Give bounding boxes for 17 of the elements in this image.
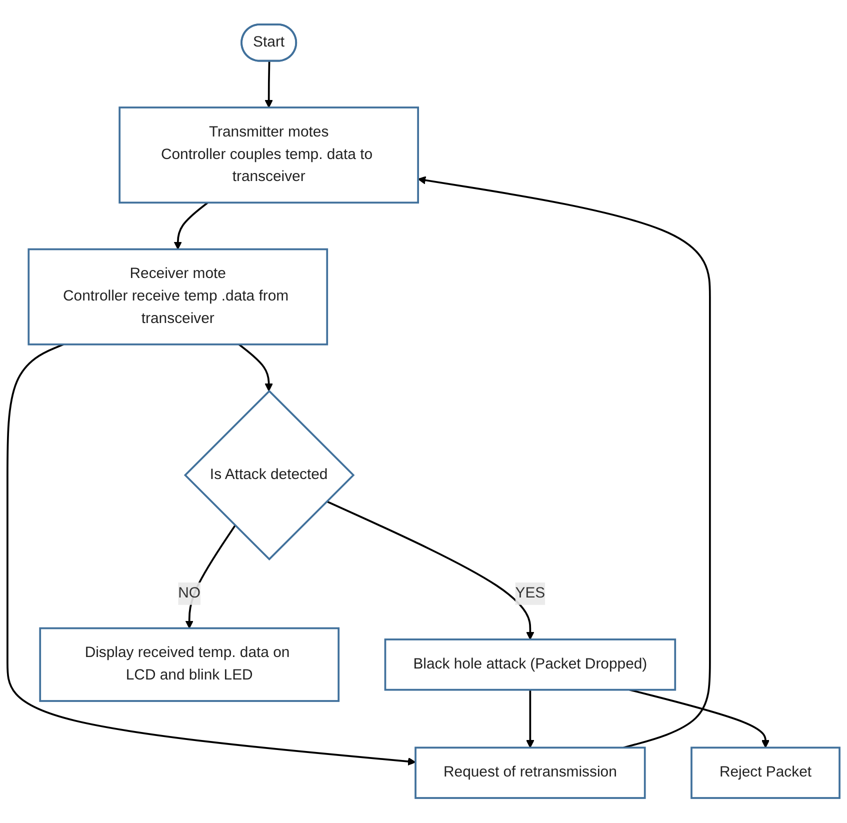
arrow (418, 176, 711, 749)
node-box: Receiver mote Controller receive temp .data from transceiver (28, 248, 328, 346)
edge-label: YES (515, 586, 546, 602)
arrow (238, 344, 273, 392)
arrow (526, 690, 534, 748)
arrow (174, 202, 208, 250)
arrow (185, 525, 236, 629)
node-box: Request of retransmission (414, 746, 646, 800)
arrow (6, 344, 416, 766)
node-diamond: Is Attack detected (184, 390, 355, 561)
arrow (264, 62, 273, 108)
edge-label: NO (178, 586, 201, 602)
node-box: Black hole attack (Packet Dropped) (384, 638, 676, 691)
node-box: Reject Packet (690, 746, 840, 800)
arrow (326, 500, 534, 640)
node-box: Transmitter motes Controller couples temp. data to transceiver (118, 106, 419, 204)
node-box: Display received temp. data on LCD and blink LED (39, 628, 340, 702)
